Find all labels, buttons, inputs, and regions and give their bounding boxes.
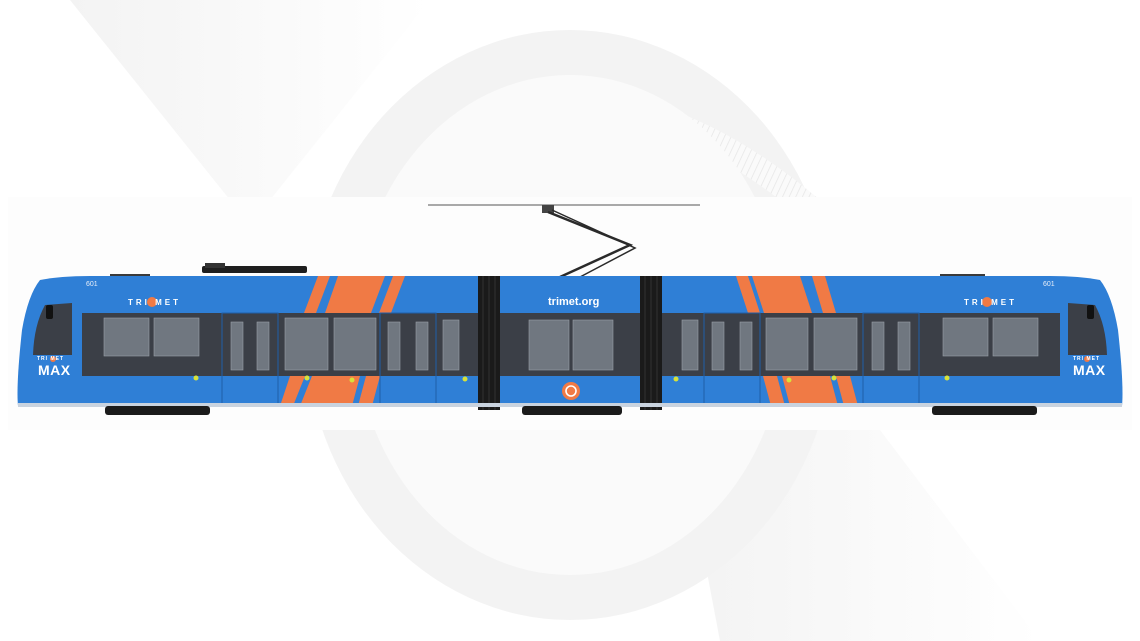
trimet-logo-icon (147, 297, 157, 307)
mirror-right-icon (1087, 305, 1094, 319)
trimet-logo-icon (50, 356, 56, 362)
center-url: trimet.org (548, 296, 600, 308)
trimet-logo-center-icon (562, 382, 580, 400)
windows (103, 317, 1039, 371)
orange-livery-right (736, 276, 858, 406)
car-number-right: 601 (1043, 281, 1055, 288)
cab-label-left: MAX (38, 362, 71, 378)
mirror-left-icon (46, 305, 53, 319)
brand-top-left: TRI MET (128, 298, 181, 307)
cab-window-right (1068, 303, 1107, 355)
window-band-center (500, 313, 640, 376)
trimet-logo-icon (982, 297, 992, 307)
brand-cab-left: TRI MET (37, 356, 64, 362)
diagonal-band-left (70, 0, 430, 200)
orange-livery-left (280, 276, 405, 406)
door-buttons (193, 375, 950, 383)
skirt-trim (18, 403, 1122, 407)
car-number-left: 601 (86, 281, 98, 288)
pantograph-icon (542, 205, 637, 279)
cab-window-left (33, 303, 72, 355)
roof-equipment-left (202, 263, 307, 273)
brand-top-right: TRI MET (964, 298, 1017, 307)
cab-label-right: MAX (1073, 362, 1106, 378)
bogies (105, 406, 1037, 415)
articulation-right (640, 276, 662, 410)
brand-cab-right: TRI MET (1073, 356, 1100, 362)
articulation-left (478, 276, 500, 410)
trimet-logo-icon (1084, 356, 1090, 362)
